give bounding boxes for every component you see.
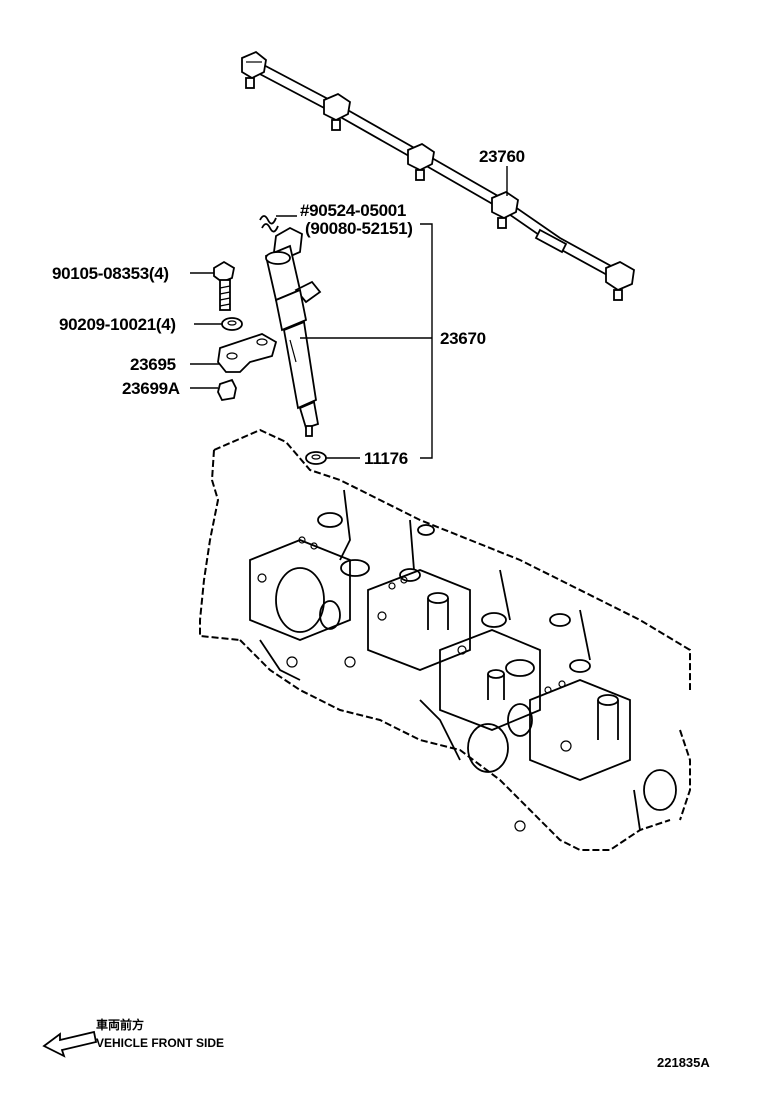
label-90105: 90105-08353(4) xyxy=(52,264,169,283)
pipe-connector-1 xyxy=(241,50,267,89)
o-ring-90524[interactable] xyxy=(259,215,279,233)
nut-23699a[interactable] xyxy=(217,378,237,401)
pipe-connector-4 xyxy=(491,190,519,229)
vehicle-front-direction: 車両前方 VEHICLE FRONT SIDE xyxy=(42,1017,224,1058)
fuel-return-pipe[interactable] xyxy=(241,50,635,301)
label-90524: #90524-05001 xyxy=(300,201,406,220)
leader-lines xyxy=(190,166,508,459)
label-23670: 23670 xyxy=(440,329,486,348)
bolt-90105[interactable] xyxy=(213,260,236,311)
pipe-connector-2 xyxy=(323,92,351,131)
pipe-connector-5 xyxy=(605,260,635,301)
direction-japanese: 車両前方 xyxy=(96,1017,144,1032)
label-23699a: 23699A xyxy=(122,379,180,398)
label-23760: 23760 xyxy=(479,147,525,166)
fuel-injector[interactable] xyxy=(264,226,322,437)
pipe-connector-3 xyxy=(407,142,435,181)
washer-90209[interactable] xyxy=(221,317,243,331)
label-90209: 90209-10021(4) xyxy=(59,315,176,334)
label-90080: (90080-52151) xyxy=(305,219,413,238)
gasket-11176[interactable] xyxy=(305,451,327,465)
direction-english: VEHICLE FRONT SIDE xyxy=(96,1036,224,1050)
figure-number: 221835A xyxy=(657,1055,710,1070)
label-23695: 23695 xyxy=(130,355,176,374)
cylinder-head xyxy=(199,428,691,851)
pipe-hose-section xyxy=(534,228,568,254)
clamp-23695[interactable] xyxy=(217,333,278,373)
front-arrow-icon xyxy=(42,1030,98,1058)
label-11176: 11176 xyxy=(364,449,408,468)
